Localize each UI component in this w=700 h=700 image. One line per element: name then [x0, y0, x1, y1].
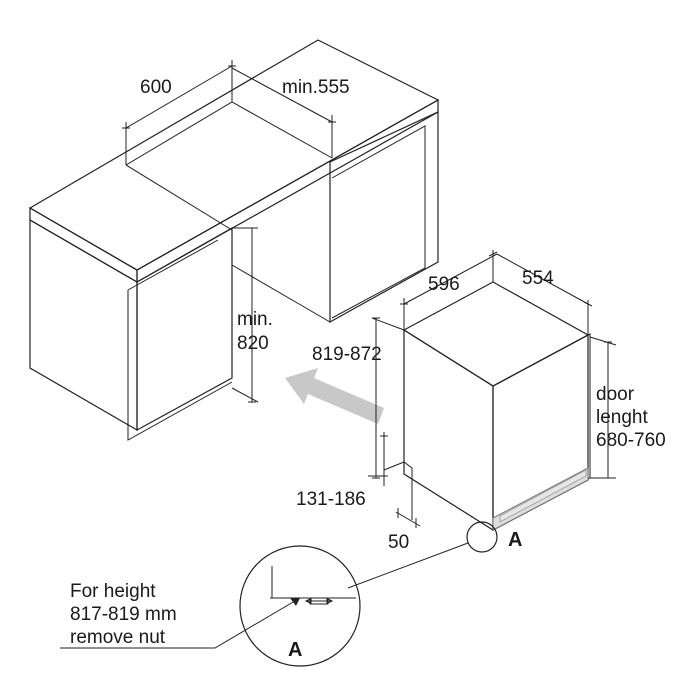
right-cabinet-door: [331, 125, 426, 319]
width-596-dimension-line: [403, 253, 498, 305]
dishwasher-height-label: 819-872: [312, 344, 382, 365]
door-length-label-line1: door: [596, 384, 635, 405]
cabinet-height-label-line1: min.: [237, 309, 273, 330]
dishwasher-top: [402, 281, 590, 387]
insert-direction-arrow: [285, 368, 384, 424]
detail-magnifier: A: [60, 542, 469, 667]
countertop-side-edge: [136, 98, 439, 284]
dishwasher-front: [403, 328, 494, 532]
note-line-3: remove nut: [70, 627, 166, 648]
detail-circle-label: A: [288, 639, 302, 661]
cabinet-dimensions: 600 min.555 min. 820: [122, 60, 350, 403]
depth-555-dimension-line: [231, 67, 333, 123]
dishwasher-depth-label: 554: [522, 268, 554, 289]
right-cabinet-bottom: [231, 264, 331, 323]
detail-note-pointer: [60, 597, 301, 649]
dishwasher: [402, 281, 591, 532]
note-line-1: For height: [70, 581, 156, 602]
dishwasher-width-label: 596: [428, 274, 460, 295]
countertop-top: [28, 39, 440, 271]
countertop-front-edge: [29, 206, 138, 284]
detail-marker-circle: [466, 521, 498, 553]
note-line-2: 817-819 mm: [70, 604, 177, 625]
cabinet-depth-label: min.555: [282, 77, 350, 98]
left-cabinet-body: [29, 218, 138, 432]
detail-circle: [239, 545, 361, 667]
dishwasher-plinth-light: [499, 469, 587, 523]
detail-note-arrowhead: [290, 598, 300, 606]
cabinet-height-label-line2: 820: [237, 333, 269, 354]
left-cabinet-door-top: [127, 239, 219, 291]
plinth-recess-outline: [383, 461, 413, 520]
cabinet-width-label: 600: [140, 77, 172, 98]
detail-marker-label: A: [508, 529, 522, 551]
depth-554-dimension-line: [496, 253, 589, 305]
niche-inner-line: [125, 164, 233, 231]
detail-connector: [347, 542, 469, 589]
door-length-label-line3: 680-760: [596, 430, 666, 451]
plinth-height-label: 131-186: [296, 489, 366, 510]
foot-depth-label: 50: [388, 532, 409, 553]
left-cabinet-door: [127, 290, 233, 441]
kitchen-cabinet: [28, 39, 440, 441]
width-600-dimension-line: [125, 65, 233, 129]
left-cabinet-side: [136, 226, 233, 432]
door-length-label-line2: lenght: [596, 407, 648, 428]
height-note: For height 817-819 mm remove nut: [70, 581, 177, 648]
dishwasher-dimensions: 596 554 819-872 door lenght 680-760 131-…: [296, 250, 666, 553]
